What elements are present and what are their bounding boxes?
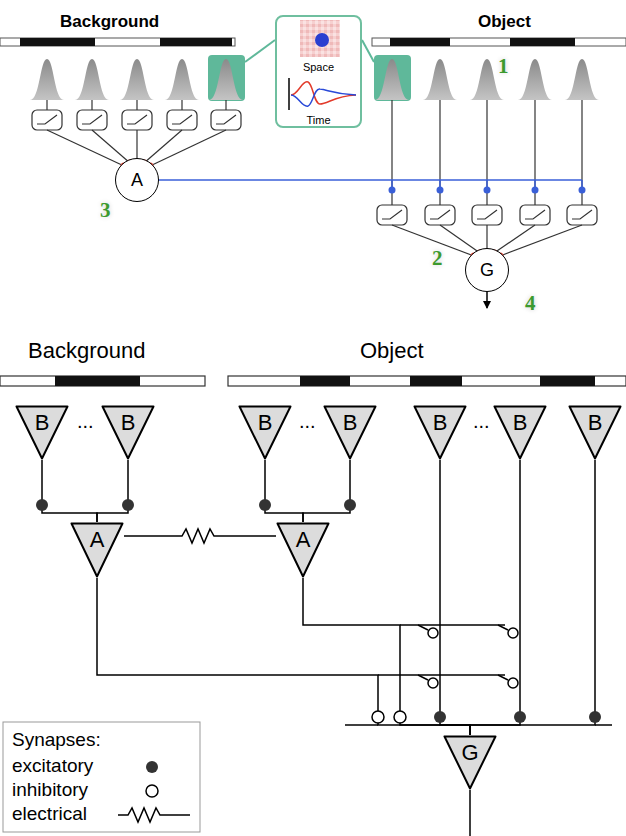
neuron-connection (97, 460, 128, 522)
neuron-triangle: B (493, 405, 547, 460)
excitatory-synapse (36, 499, 356, 511)
neuron-triangle: A (70, 522, 124, 578)
callout-number: 4 (525, 291, 536, 315)
legend-entry: excitatory (12, 755, 93, 777)
neuron-label: B (493, 410, 547, 435)
dendrite-bar (345, 724, 378, 726)
neuron-connection (440, 460, 470, 735)
ellipsis: ... (77, 410, 94, 433)
panel-heading: Background (28, 338, 145, 363)
neuron-connection (97, 578, 470, 735)
neuron-connection (265, 460, 303, 522)
inhibitory-synapse (372, 711, 406, 723)
inset-leader (245, 40, 275, 62)
legend-entry: electrical (12, 803, 87, 825)
highlight (374, 55, 411, 101)
neuron-label: G (466, 260, 508, 281)
neuron-connection (470, 460, 595, 735)
neuron-triangle: B (568, 405, 622, 460)
ellipsis: ... (299, 410, 316, 433)
rectifier (32, 100, 597, 260)
neuron-label: B (413, 410, 467, 435)
filter-label: Space (277, 61, 360, 74)
temporal-filter (289, 78, 356, 110)
neuron-triangle: B (413, 405, 467, 460)
neuron-triangle: B (15, 405, 69, 460)
neuron-triangle: G (443, 735, 497, 790)
neuron-triangle: B (101, 405, 155, 460)
electrical-synapse (176, 528, 224, 544)
legend-sample (146, 761, 158, 773)
neuron-label: A (70, 527, 124, 552)
neuron-triangle: B (238, 405, 292, 460)
neuron-label: B (15, 410, 69, 435)
ellipsis: ... (473, 410, 490, 433)
neuron-triangle: A (276, 522, 330, 578)
legend-sample (146, 785, 158, 797)
inhibitory-synapse (378, 625, 518, 688)
filter-inset: SpaceTime (275, 15, 362, 128)
neuron-label: B (568, 410, 622, 435)
callout-number: 3 (100, 198, 111, 222)
neuron-label: B (323, 410, 377, 435)
excitatory-synapse (434, 711, 601, 723)
callout-number: 1 (498, 54, 509, 78)
neuron-connection (470, 460, 520, 735)
neuron-connection (42, 460, 97, 522)
neuron-connection (303, 460, 350, 522)
highlight (208, 55, 245, 101)
dendrite-bar (595, 724, 612, 726)
legend-entry: inhibitory (12, 779, 88, 801)
legend-title: Synapses: (12, 729, 101, 751)
panel-heading: Background (60, 12, 159, 32)
legend-sample (118, 808, 190, 822)
neuron-label: B (101, 410, 155, 435)
neuron-label: G (443, 740, 497, 765)
inset-leader (362, 40, 374, 62)
panel-heading: Object (478, 12, 531, 32)
neuron-connection (303, 578, 470, 735)
neuron-label: A (276, 527, 330, 552)
callout-number: 2 (432, 246, 443, 270)
spatial-filter (315, 33, 329, 47)
neuron-circle: G (465, 248, 509, 292)
neuron-label: B (238, 410, 292, 435)
panel-heading: Object (360, 338, 424, 363)
neuron-label: A (116, 170, 158, 191)
neuron-triangle: B (323, 405, 377, 460)
amacrine-output (154, 180, 586, 194)
stimulus-bar (0, 376, 626, 386)
legend-box (3, 722, 200, 832)
filter-label: Time (277, 114, 360, 127)
neuron-circle: A (115, 158, 159, 202)
spatial-filter (300, 20, 340, 57)
ganglion-axon (469, 790, 471, 836)
